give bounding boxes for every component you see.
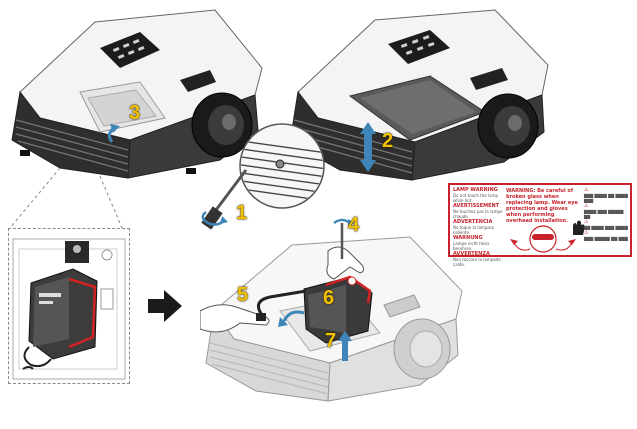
warning-col-left: LAMP WARNING Do not touch the lamp while… [453,187,503,267]
warning-head: LAMP WARNING [453,187,498,193]
lamp-detail-inset [8,228,130,384]
step-2-label: 2 [382,130,394,152]
warning-col-right: ⚠ ▇▇▇ ▇▇▇▇ ▇▇ ▇▇▇▇ ▇▇▇ ⚠ ▇▇▇▇ ▇▇▇ ▇▇▇▇▇ … [584,187,628,241]
warning-headline: WARNING: Be careful of broken glass when… [506,188,578,224]
step-1-label: 1 [236,202,248,224]
screwdriver-icon [333,218,354,259]
lamp-handle [325,275,372,304]
warning-text: No toque la lampara caliente. [453,225,494,235]
warning-head: ADVERTENCIA [453,219,493,225]
step-6-label: 6 [323,287,335,309]
step-7-label: 7 [325,330,337,352]
lamp-handle [68,277,97,349]
warning-label: LAMP WARNING Do not touch the lamp while… [448,183,632,267]
warning-head: WARNUNG [453,235,483,241]
keypad-icon [388,30,450,64]
hand-right [326,246,365,280]
step-5-label: 5 [237,284,249,306]
screw-magnifier [239,123,325,209]
projector-top-left [11,9,263,179]
screwdriver-icon [201,169,248,230]
rotate-arrow-icon [282,310,305,322]
warning-text: Non toccare la lampada calda. [453,257,501,267]
hand-left [200,304,270,333]
step-4-label: 4 [348,214,360,236]
goggles-face-icon [510,225,576,253]
warning-text: Lampe nicht heiss beruhren. [453,241,490,251]
warning-text: Do not touch the lamp while hot. [453,193,499,203]
direction-arrow-icon [148,290,182,322]
warning-text: Ne touchez pas la lampe chaude. [453,209,503,219]
warning-head: AVERTISSEMENT [453,203,500,209]
keypad-icon [100,32,160,68]
warning-head: AVVERTENZA [453,251,490,257]
lift-arrow-icon [360,122,376,172]
glove-icon [573,220,585,235]
step-3-label: 3 [129,102,141,124]
projector-top-right [289,9,549,181]
lift-arrow-icon [338,331,352,361]
projector-bottom [200,218,463,402]
zoom-lines [9,167,123,229]
